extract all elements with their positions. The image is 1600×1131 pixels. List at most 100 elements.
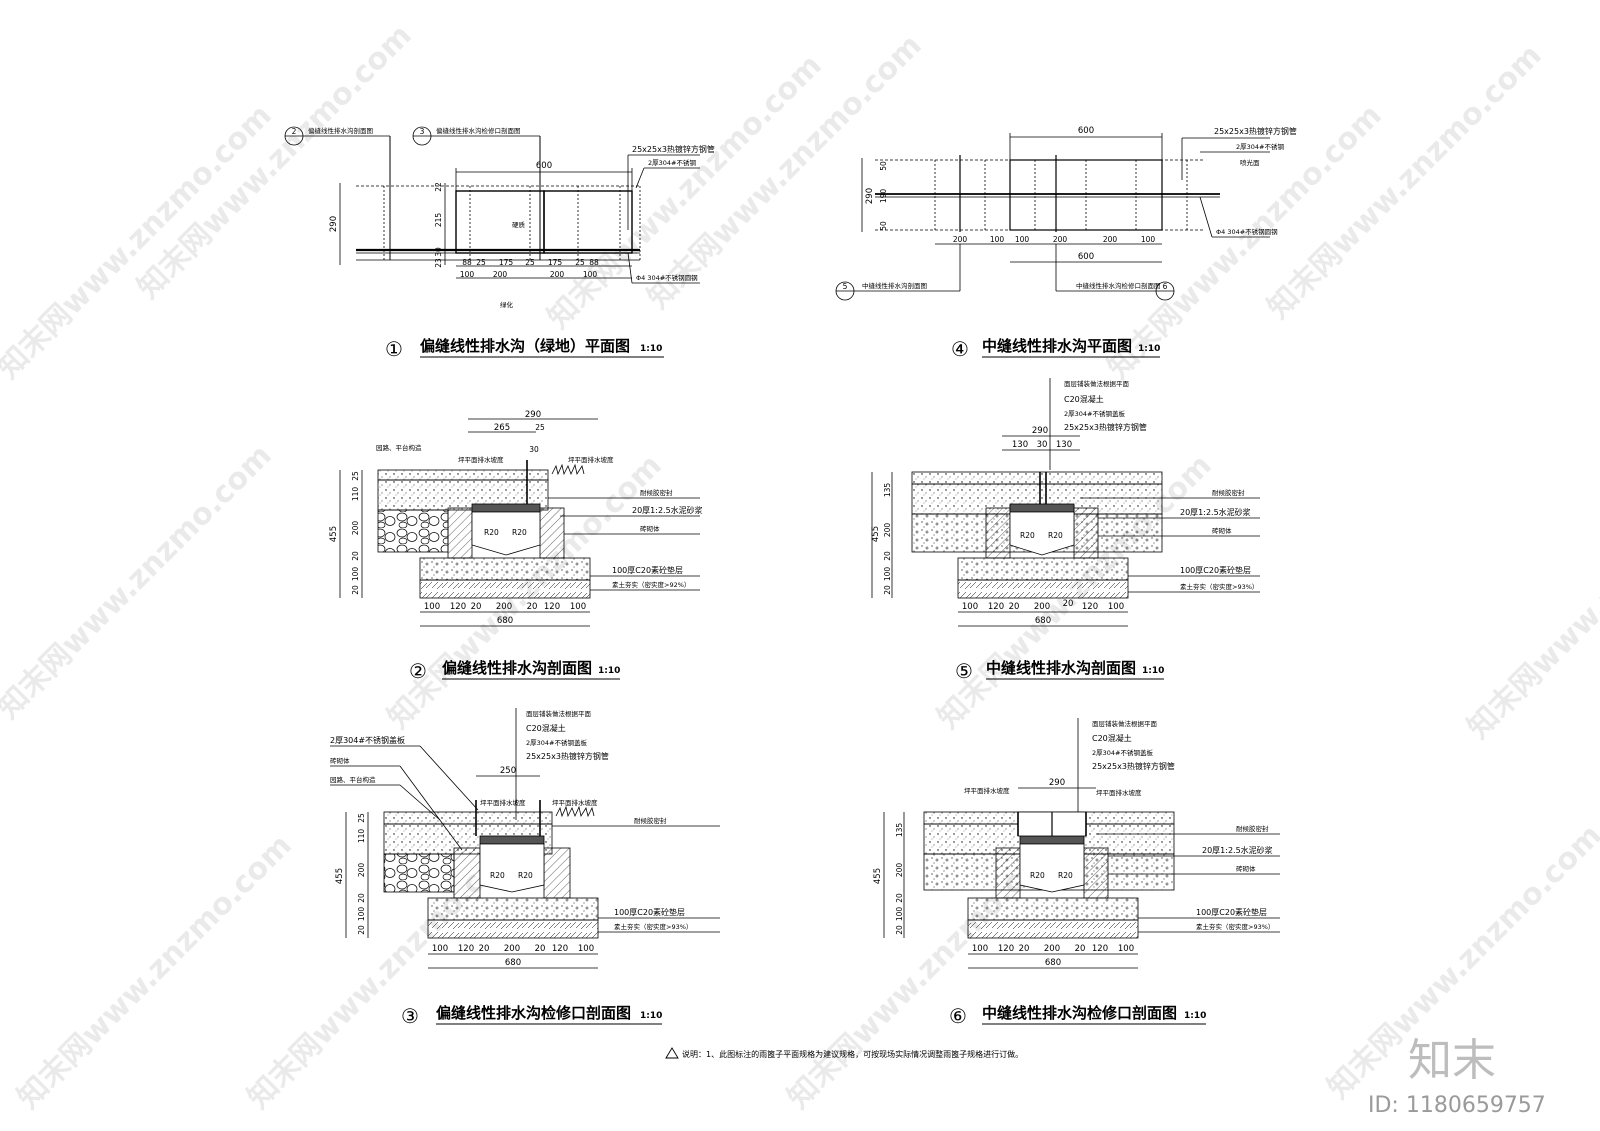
dim-v: 30: [434, 247, 443, 257]
dim-v: 22: [434, 182, 443, 192]
watermark-site: 知末网www.znzmo.com: [11, 828, 299, 1116]
dim-total: 680: [497, 616, 513, 626]
label-slope-left: 坪平面排水坡度: [480, 798, 526, 807]
dim-v: 100: [351, 567, 360, 582]
dim-v: 110: [351, 487, 360, 502]
ref-5-number: 5: [843, 282, 848, 291]
drawing-scale: 1:10: [1138, 344, 1160, 354]
ref-6-label: 中缝线性排水沟检修口剖面图: [1076, 281, 1161, 290]
drawing-title: 中缝线性排水沟剖面图: [986, 659, 1136, 677]
label-slope-right: 坪平面排水坡度: [1096, 788, 1142, 797]
note-concrete: 100厚C20素砼垫层: [612, 565, 683, 575]
watermark-site: 知末网www.znzmo.com: [131, 18, 419, 306]
watermark-site: 知末网www.znzmo.com: [1461, 458, 1600, 746]
title-5: ⑤ 中缝线性排水沟剖面图 1:10: [955, 659, 1164, 683]
dim-v: 20: [357, 893, 366, 903]
dim-v: 25: [351, 471, 360, 481]
section-3: 面层铺装做法根据平面 C20混凝土 2厚304#不锈钢盖板 25x25x3热镀锌…: [330, 708, 720, 969]
note-soil: 素土夯实（密实度>93%）: [614, 922, 692, 931]
dim-cell: 120: [1092, 944, 1108, 954]
dim-top: 265: [494, 423, 510, 433]
dim-v: 20: [883, 551, 892, 561]
dim-v: 100: [883, 567, 892, 582]
dim-cell: 175: [548, 258, 563, 267]
drawing-title: 偏缝线性排水沟（绿地）平面图: [420, 337, 630, 355]
dim-cell: 20: [471, 602, 482, 612]
title-3: ③ 偏缝线性排水沟检修口剖面图 1:10: [401, 1004, 662, 1028]
note-soil: 素土夯实（密实度>92%）: [612, 580, 690, 589]
dim-total: 680: [1045, 958, 1061, 968]
label-radius: R20: [1048, 531, 1063, 540]
note-soil: 素土夯实（密实度>93%）: [1196, 922, 1274, 931]
warning-icon: [665, 1047, 679, 1059]
dim-v: 100: [895, 907, 904, 922]
dim-cell: 100: [583, 270, 598, 279]
note-left: 园路、平台构造: [330, 775, 376, 784]
note-top: 25x25x3热镀锌方钢管: [1092, 761, 1175, 771]
dim-top: 130: [1012, 440, 1028, 450]
drawing-number: ⑥: [949, 1004, 967, 1028]
drawing-title: 中缝线性排水沟检修口剖面图: [982, 1004, 1177, 1022]
watermark-brand: 知末: [1408, 1035, 1496, 1086]
watermark-site: 知末网www.znzmo.com: [0, 438, 279, 726]
dim-cell: 88: [589, 258, 599, 267]
note-mortar: 20厚1:2.5水泥砂浆: [1202, 845, 1273, 855]
dim-290: 290: [865, 188, 875, 204]
dim-cell: 100: [460, 270, 475, 279]
dim-v: 200: [357, 863, 366, 878]
dim-cell: 200: [550, 270, 565, 279]
dim-cell: 100: [578, 944, 594, 954]
dim-cell: 200: [496, 602, 512, 612]
note-plate: 2厚304#不锈钢: [648, 158, 696, 167]
dim-v: 135: [895, 823, 904, 838]
plan-1-offset-drain: 2 偏缝线性排水沟剖面图 3 偏缝线性排水沟检修口剖面图 600 290 2: [284, 126, 715, 309]
note-top: 面层铺装做法根据平面: [1064, 379, 1130, 388]
title-6: ⑥ 中缝线性排水沟检修口剖面图 1:10: [949, 1004, 1206, 1028]
note-mortar: 20厚1:2.5水泥砂浆: [632, 505, 703, 515]
drawing-number: ③: [401, 1004, 419, 1028]
drawing-scale: 1:10: [1142, 666, 1164, 676]
dim-290: 290: [1049, 778, 1065, 788]
ref-5-label: 中缝线性排水沟剖面图: [862, 281, 927, 290]
section-2: 290 265 25 30 园路、平台构造 坪平面排水坡度 坪平面排水坡度 R2…: [329, 410, 703, 627]
dim-v: 20: [351, 551, 360, 561]
note-top: C20混凝土: [526, 723, 566, 733]
note-top: 2厚304#不锈钢盖板: [1092, 748, 1153, 757]
dim-cell: 20: [1019, 944, 1030, 954]
dim-v: 50: [879, 221, 888, 231]
dim-total: 680: [1035, 616, 1051, 626]
note-brick: 砖砌体: [1236, 864, 1256, 873]
label-slope-right: 坪平面排水坡度: [552, 798, 598, 807]
dim-v: 200: [895, 863, 904, 878]
dim-250: 250: [500, 766, 516, 776]
dim-cell: 200: [953, 235, 968, 244]
dim-cell: 200: [1034, 602, 1050, 612]
dim-cell: 100: [962, 602, 978, 612]
dim-cell: 20: [1063, 599, 1074, 609]
note-left: 砖砌体: [330, 756, 350, 765]
note-sealant: 耐候胶密封: [1236, 824, 1269, 833]
label-radius: R20: [484, 528, 499, 537]
note-top: 2厚304#不锈钢盖板: [526, 738, 587, 747]
drawing-scale: 1:10: [598, 666, 620, 676]
title-4: ④ 中缝线性排水沟平面图 1:10: [951, 337, 1160, 361]
dim-cell: 200: [1044, 944, 1060, 954]
dim-v: 215: [434, 213, 443, 228]
dim-top: 30: [529, 445, 539, 454]
note-sand: 喷光面: [1240, 158, 1260, 167]
dim-cell: 100: [1118, 944, 1134, 954]
label-green: 绿化: [500, 300, 514, 309]
dim-v: 25: [357, 813, 366, 823]
dim-cell: 25: [525, 258, 535, 267]
note-mortar: 20厚1:2.5水泥砂浆: [1180, 507, 1251, 517]
footer-note: 说明：1、此图标注的雨篦子平面规格为建议规格，可按现场实际情况调整雨篦子规格进行…: [665, 1047, 1023, 1059]
ref-3-label: 偏缝线性排水沟检修口剖面图: [436, 126, 521, 135]
dim-v: 100: [357, 907, 366, 922]
section-5: 面层铺装做法根据平面 C20混凝土 2厚304#不锈钢盖板 25x25x3热镀锌…: [871, 378, 1260, 627]
drawing-scale: 1:10: [1184, 1011, 1206, 1021]
dim-v: 200: [883, 523, 892, 538]
note-concrete: 100厚C20素砼垫层: [1180, 565, 1251, 575]
dim-top: 130: [1056, 440, 1072, 450]
drawing-number: ①: [385, 337, 403, 361]
drawing-scale: 1:10: [640, 1011, 662, 1021]
